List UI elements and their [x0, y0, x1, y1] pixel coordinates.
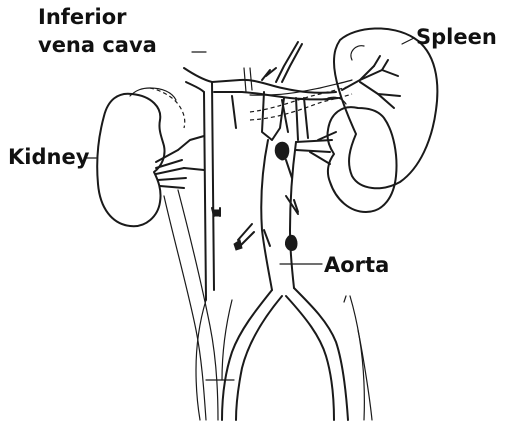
label-kidney: Kidney: [8, 145, 90, 169]
spleen: [334, 28, 437, 188]
inferior-vena-cava: [184, 68, 338, 300]
splenic-vein: [250, 80, 352, 120]
kidney-right: [97, 88, 204, 226]
iliac-veins: [164, 190, 372, 420]
label-inferior: Inferior: [38, 5, 127, 29]
leader-lines: [84, 38, 414, 264]
label-aorta: Aorta: [324, 253, 389, 277]
spleen-leader: [402, 38, 414, 44]
label-vena-cava: vena cava: [38, 33, 157, 57]
kidney-left: [296, 97, 397, 212]
label-spleen: Spleen: [416, 25, 497, 49]
